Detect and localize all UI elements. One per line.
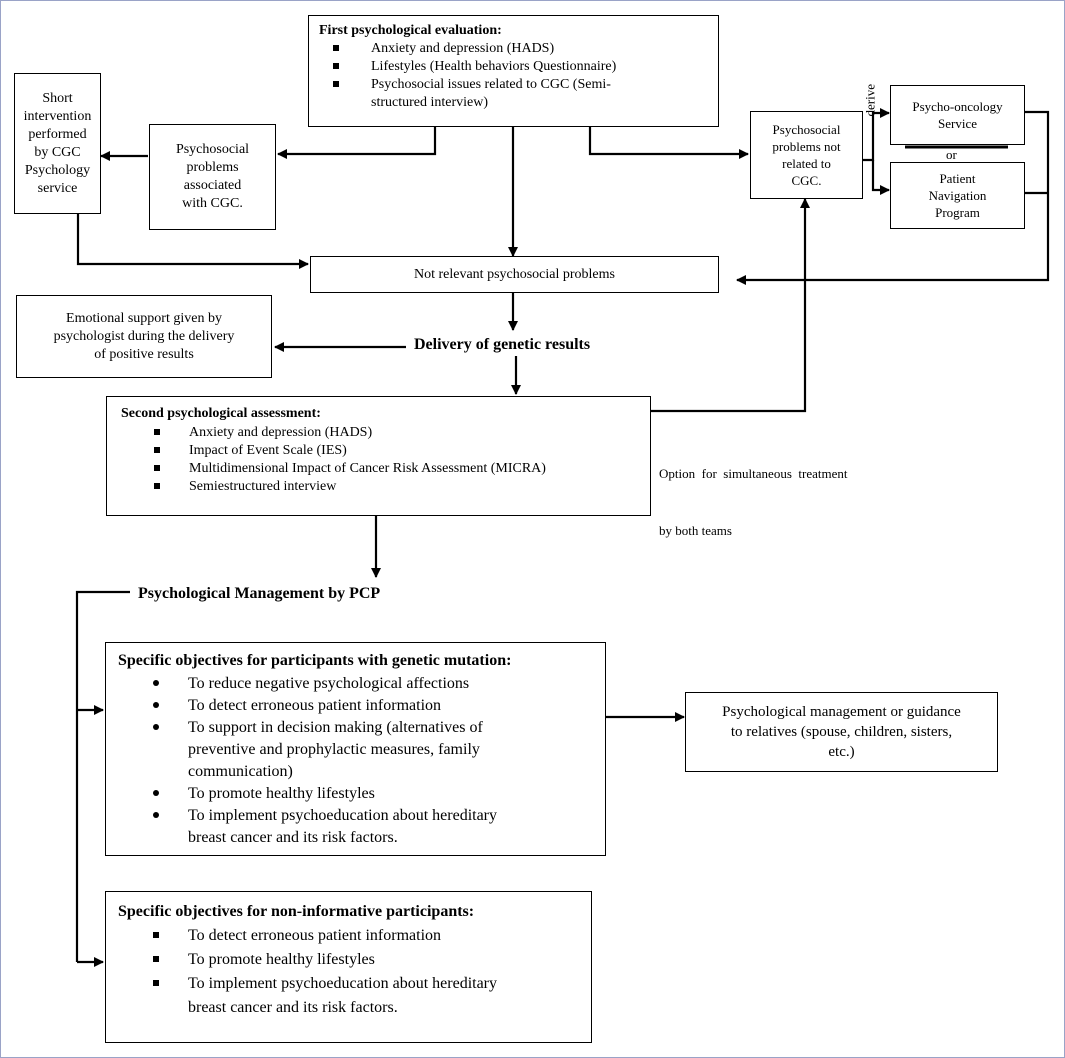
arrow-option-to-not-related xyxy=(650,198,810,413)
not-relevant-box: Not relevant psychosocial problems xyxy=(310,256,719,293)
patient-navigation-line: Program xyxy=(935,205,980,220)
short-intervention-box: Short intervention performed by CGC Psyc… xyxy=(14,73,101,214)
second-assessment-item: Multidimensional Impact of Cancer Risk A… xyxy=(154,460,636,478)
psycho-oncology-box: Psycho-oncology Service xyxy=(890,85,1025,145)
mutation-objectives-title: Specific objectives for participants wit… xyxy=(118,652,512,669)
psychosocial-associated-line: problems xyxy=(186,160,239,175)
second-assessment-item: Anxiety and depression (HADS) xyxy=(154,424,636,442)
first-evaluation-item: Anxiety and depression (HADS) xyxy=(333,40,708,58)
arrow-services-to-not-relevant xyxy=(736,110,1050,285)
relatives-line: Psychological management or guidance xyxy=(722,704,961,720)
first-evaluation-title: First psychological evaluation: xyxy=(319,23,502,38)
arrow-eval-to-not-related xyxy=(588,126,749,159)
second-assessment-item: Semiestructured interview xyxy=(154,478,636,496)
arrow-derive-navigation xyxy=(871,160,890,195)
first-evaluation-item: Lifestyles (Health behaviors Questionnai… xyxy=(333,58,708,76)
noninformative-objective-item: To detect erroneous patient information xyxy=(153,924,579,948)
mutation-objective-item: To promote healthy lifestyles xyxy=(153,783,593,805)
psychosocial-not-related-line: problems not xyxy=(772,139,841,154)
short-intervention-line: service xyxy=(37,180,78,196)
psychosocial-associated-line: associated xyxy=(183,178,242,193)
emotional-support-line: psychologist during the delivery xyxy=(53,328,235,344)
short-intervention-line: intervention xyxy=(23,108,92,124)
derive-label: derive xyxy=(862,84,878,117)
first-evaluation-item: Psychosocial issues related to CGC (Semi… xyxy=(333,76,708,94)
arrow-short-to-not-relevant xyxy=(76,214,309,269)
noninformative-objectives-box: Specific objectives for non-informative … xyxy=(105,891,592,1043)
psychosocial-associated-box: Psychosocial problems associated with CG… xyxy=(149,124,276,230)
noninformative-objective-item: To promote healthy lifestyles xyxy=(153,948,579,972)
mutation-objective-item: To detect erroneous patient information xyxy=(153,695,593,717)
delivery-label: Delivery of genetic results xyxy=(414,336,591,353)
psychosocial-associated-line: with CGC. xyxy=(182,196,243,211)
psychosocial-not-related-line: CGC. xyxy=(791,173,822,188)
second-assessment-title: Second psychological assessment: xyxy=(121,406,321,421)
patient-navigation-line: Navigation xyxy=(928,188,987,203)
short-intervention-line: Psychology xyxy=(24,162,91,178)
short-intervention-line: by CGC xyxy=(34,144,81,160)
mutation-objective-item: To reduce negative psychological affecti… xyxy=(153,673,593,695)
arrow-derive-oncology xyxy=(863,108,890,162)
mutation-objective-item: To implement psychoeducation about hered… xyxy=(153,805,593,849)
psychosocial-associated-line: Psychosocial xyxy=(175,142,250,157)
mutation-objective-item: To support in decision making (alternati… xyxy=(153,717,593,783)
relatives-line: to relatives (spouse, children, sisters, xyxy=(730,724,953,740)
or-label: or xyxy=(946,147,957,162)
arrow-eval-to-assoc xyxy=(277,126,437,159)
second-assessment-item: Impact of Event Scale (IES) xyxy=(154,442,636,460)
psychosocial-not-related-line: related to xyxy=(782,156,831,171)
pcp-management-label: Psychological Management by PCP xyxy=(138,585,381,602)
second-assessment-box: Second psychological assessment: Anxiety… xyxy=(106,396,651,516)
psychosocial-not-related-line: Psychosocial xyxy=(772,122,841,137)
psycho-oncology-line: Service xyxy=(938,116,977,131)
short-intervention-line: performed xyxy=(28,126,87,142)
not-relevant-label: Not relevant psychosocial problems xyxy=(413,266,615,282)
relatives-line: etc.) xyxy=(828,744,855,760)
pcp-bracket xyxy=(75,590,130,962)
relatives-box: Psychological management or guidance to … xyxy=(685,692,998,772)
psychosocial-not-related-box: Psychosocial problems not related to CGC… xyxy=(750,111,863,199)
first-evaluation-item-continuation: structured interview) xyxy=(371,95,489,110)
emotional-support-line: Emotional support given by xyxy=(66,310,222,326)
mutation-objectives-box: Specific objectives for participants wit… xyxy=(105,642,606,856)
option-text-line: by both teams xyxy=(659,523,732,538)
psycho-oncology-line: Psycho-oncology xyxy=(912,99,1003,114)
short-intervention-line: Short xyxy=(42,90,73,106)
noninformative-objectives-title: Specific objectives for non-informative … xyxy=(118,903,475,920)
option-text: Option for simultaneous treatment by bot… xyxy=(659,426,847,559)
emotional-support-box: Emotional support given by psychologist … xyxy=(16,295,272,378)
option-text-line: Option for simultaneous treatment xyxy=(659,466,848,481)
noninformative-objective-item: To implement psychoeducation about hered… xyxy=(153,972,579,1020)
emotional-support-line: of positive results xyxy=(94,346,194,362)
patient-navigation-line: Patient xyxy=(939,171,976,186)
first-evaluation-box: First psychological evaluation: Anxiety … xyxy=(308,15,719,127)
patient-navigation-box: Patient Navigation Program xyxy=(890,162,1025,229)
